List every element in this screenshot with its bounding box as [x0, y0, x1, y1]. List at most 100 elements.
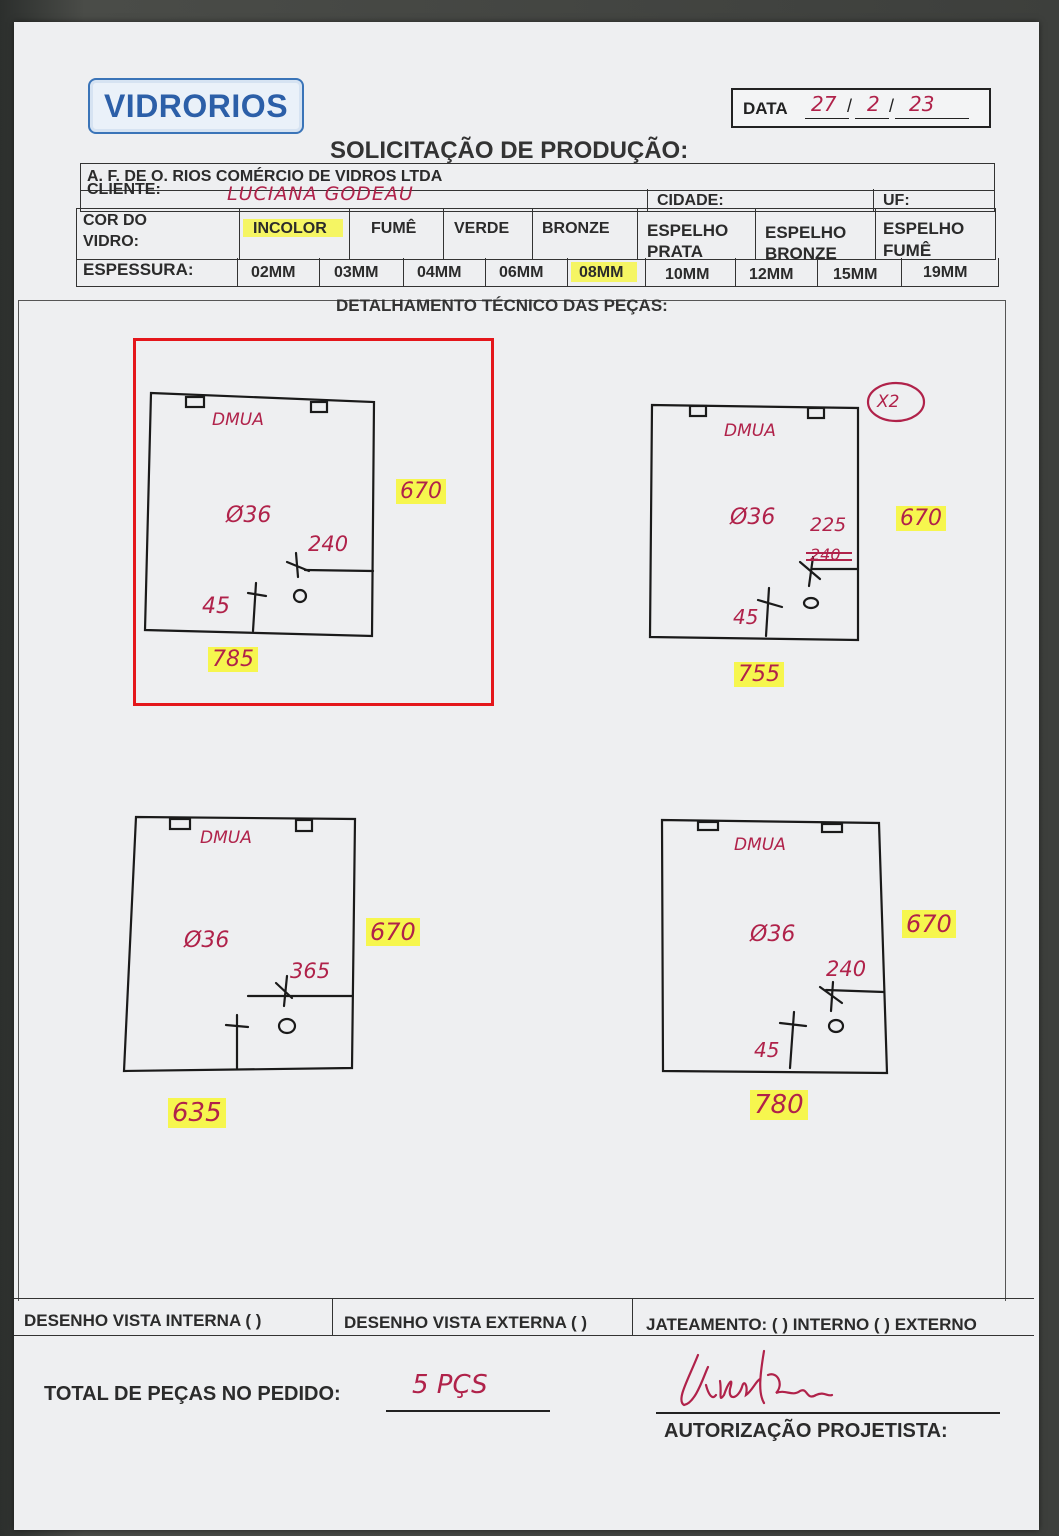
vista-externa-option[interactable]: DESENHO VISTA EXTERNA ( ) — [344, 1313, 588, 1332]
cor-label-1: COR DO — [83, 212, 147, 229]
piece-2-hole-icon — [802, 596, 820, 610]
uf-label: UF: — [883, 192, 910, 209]
piece-2-offset-a: 225 — [810, 514, 847, 536]
espessura-option-19[interactable]: 19MM — [923, 264, 968, 281]
piece-2-height: 670 — [896, 506, 946, 531]
piece-2-width: 755 — [734, 662, 784, 687]
piece-3-hole: Ø36 — [184, 928, 230, 953]
cor-option-fume[interactable]: FUMÊ — [371, 220, 417, 237]
page-title: SOLICITAÇÃO DE PRODUÇÃO: — [330, 137, 689, 164]
cor-label-2: VIDRO: — [83, 233, 139, 250]
piece-1-offset-a: 240 — [308, 532, 349, 556]
cidade-divider — [873, 189, 874, 211]
detalhamento-frame — [18, 300, 1006, 1301]
date-month: 2 — [867, 92, 880, 116]
piece-2-offset-b: 45 — [733, 605, 759, 629]
piece-4-outline — [660, 818, 889, 1075]
piece-3-cross-icon — [274, 974, 294, 1008]
cor-option-espelho-fume-1[interactable]: ESPELHO — [883, 219, 965, 238]
authorization-label: AUTORIZAÇÃO PROJETISTA: — [664, 1420, 948, 1442]
08mm-highlight — [571, 262, 637, 282]
piece-1-hole: Ø36 — [226, 503, 272, 528]
signature-icon — [680, 1349, 834, 1407]
footer-options-row: DESENHO VISTA INTERNA ( ) DESENHO VISTA … — [14, 1298, 1034, 1336]
cor-row: COR DO VIDRO: INCOLOR FUMÊ VERDE BRONZE … — [76, 208, 996, 263]
selection-box[interactable] — [133, 338, 494, 706]
cor-option-espelho-prata-1[interactable]: ESPELHO — [647, 221, 729, 240]
piece-1-hinge-icon — [184, 395, 206, 409]
piece-2-offset-crossed: 240 — [810, 545, 841, 564]
cor-divider — [875, 209, 876, 259]
cor-divider — [443, 209, 444, 259]
espessura-divider — [901, 258, 902, 286]
piece-3-width: 635 — [168, 1098, 226, 1128]
cor-option-verde[interactable]: VERDE — [454, 220, 510, 237]
piece-2-hinge-icon — [688, 404, 708, 418]
piece-3-hole-icon — [277, 1017, 297, 1035]
cliente-row: CLIENTE: LUCIANA GODEAU CIDADE: UF: — [80, 181, 995, 212]
piece-4-hinge-icon — [820, 822, 844, 834]
incolor-highlight — [243, 219, 343, 237]
cor-divider — [755, 209, 756, 259]
cor-option-espelho-bronze-1[interactable]: ESPELHO — [765, 223, 847, 242]
piece-2-label: DMUA — [724, 421, 776, 441]
espessura-option-08[interactable]: 08MM — [579, 264, 624, 281]
piece-4-cross-icon — [818, 980, 844, 1013]
cor-option-incolor[interactable]: INCOLOR — [253, 220, 327, 237]
piece-1-offset-b: 45 — [202, 594, 230, 619]
piece-3-hinge-icon — [294, 818, 314, 833]
date-year-line — [895, 118, 969, 119]
piece-4-label: DMUA — [734, 835, 786, 855]
piece-1-label: DMUA — [212, 410, 264, 430]
date-sep-2: / — [889, 96, 895, 116]
piece-1-hinge-icon — [309, 400, 329, 414]
espessura-divider — [567, 258, 568, 286]
piece-2-hinge-icon — [806, 406, 826, 420]
espessura-option-15[interactable]: 15MM — [833, 266, 878, 283]
cliente-value: LUCIANA GODEAU — [227, 183, 414, 205]
piece-1-cross-icon — [246, 581, 268, 633]
espessura-option-02[interactable]: 02MM — [251, 264, 296, 281]
cor-option-espelho-fume-2: FUMÊ — [883, 241, 932, 260]
jateamento-option[interactable]: JATEAMENTO: ( ) INTERNO ( ) EXTERNO — [646, 1315, 977, 1334]
vista-interna-option[interactable]: DESENHO VISTA INTERNA ( ) — [24, 1311, 262, 1330]
piece-4-height: 670 — [902, 910, 956, 938]
piece-3-height: 670 — [366, 918, 420, 946]
piece-3-cross-icon — [224, 1013, 250, 1070]
cliente-label: CLIENTE: — [87, 181, 161, 198]
espessura-option-12[interactable]: 12MM — [749, 266, 794, 283]
piece-2-qty-circle — [866, 381, 926, 423]
piece-4-lock-line — [824, 988, 886, 994]
espessura-divider — [319, 258, 320, 286]
espessura-divider — [645, 258, 646, 286]
piece-1-hole-icon — [292, 588, 308, 604]
espessura-divider — [485, 258, 486, 286]
piece-1-height: 670 — [396, 479, 446, 504]
date-sep-1: / — [847, 96, 853, 116]
date-day-line — [805, 118, 849, 119]
piece-3-hinge-icon — [168, 817, 192, 831]
cor-divider — [239, 209, 240, 259]
piece-4-width: 780 — [750, 1090, 808, 1120]
espessura-option-06[interactable]: 06MM — [499, 264, 544, 281]
cliente-divider — [647, 189, 648, 211]
espessura-row: ESPESSURA: 02MM 03MM 04MM 06MM 08MM 10MM… — [76, 258, 999, 287]
cor-option-espelho-bronze-2: BRONZE — [765, 244, 837, 263]
piece-4-hole-icon — [827, 1018, 845, 1034]
piece-3-offset-a: 365 — [290, 959, 331, 983]
date-year: 23 — [909, 92, 935, 116]
espessura-option-10[interactable]: 10MM — [665, 266, 710, 283]
authorization-line — [656, 1412, 1000, 1414]
piece-4-hole: Ø36 — [750, 922, 796, 947]
company-name: A. F. DE O. RIOS COMÉRCIO DE VIDROS LTDA — [87, 168, 443, 185]
piece-4-offset-b: 45 — [754, 1038, 780, 1062]
logo-text: VIDRORIOS — [103, 87, 289, 124]
piece-4-hinge-icon — [696, 820, 720, 832]
espessura-option-04[interactable]: 04MM — [417, 264, 462, 281]
date-day: 27 — [811, 92, 837, 116]
espessura-option-03[interactable]: 03MM — [334, 264, 379, 281]
piece-1-width: 785 — [208, 647, 258, 672]
vidrorios-logo: VIDRORIOS — [88, 78, 304, 134]
cor-option-bronze[interactable]: BRONZE — [542, 220, 610, 237]
piece-3-label: DMUA — [200, 828, 252, 848]
